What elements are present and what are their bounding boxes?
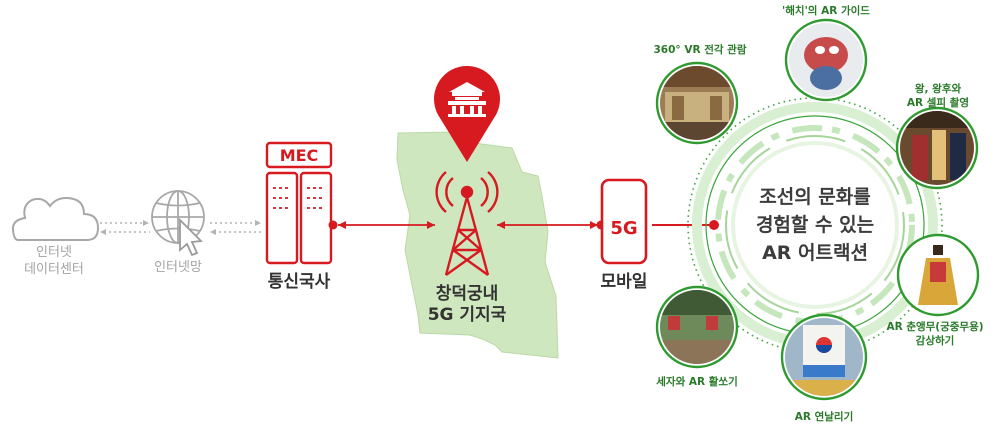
attraction-thumb-haechi [784,18,868,102]
internet-datacenter-line2: 데이터센터 [24,262,84,277]
central-office-label: 통신국사 [267,272,331,292]
ar-title-line2: 경험할 수 있는 [755,214,875,236]
attraction-label-archery: 세자와 AR 활쏘기 [656,376,738,388]
map-pin-icon [434,66,501,162]
palace-icon [448,82,486,117]
base-station-line1: 창덕궁내 [435,284,499,304]
attraction-label-selfie: 왕, 왕후와 AR 셀피 촬영 [902,82,974,110]
attraction-label-dance-line2: 감상하기 [915,335,955,347]
attraction-label-dance: AR 춘앵무(궁중무용) 감상하기 [872,320,998,348]
attraction-thumb-archery [655,285,739,369]
mec-label: MEC [280,146,319,165]
link-mobile-ar [652,220,719,230]
attraction-label-selfie-line1: 왕, 왕후와 [914,83,962,95]
attraction-thumb-vr-hall [655,61,739,145]
mobile-label: 모바일 [600,272,648,292]
mobile-phone-icon: 5G [600,178,648,265]
base-station-label: 창덕궁내 5G 기지국 [410,284,524,326]
dotted-connector-cloud-net [100,220,150,235]
ar-title-line1: 조선의 문화를 [759,186,871,208]
ar-title-line3: AR 어트랙션 [762,242,868,264]
cloud-icon [11,196,100,241]
internet-datacenter-line1: 인터넷 [36,245,72,260]
mobile-5g-badge: 5G [610,218,637,239]
attraction-label-kite: AR 연날리기 [794,411,854,423]
mec-server-icon [265,141,333,265]
attraction-label-vr-hall: 360° VR 전각 관람 [653,44,747,56]
attraction-thumb-kite [780,313,868,401]
attraction-label-dance-line1: AR 춘앵무(궁중무용) [886,321,984,333]
attraction-thumb-selfie [895,106,979,190]
internet-network-label: 인터넷망 [154,260,202,275]
attraction-label-selfie-line2: AR 셀피 촬영 [906,97,970,109]
radio-tower-icon [435,171,499,276]
dotted-connector-net-mec [210,220,262,235]
attraction-thumb-dance [896,233,980,317]
attraction-label-haechi: '해치'의 AR 가이드 [782,5,870,17]
internet-datacenter-label: 인터넷 데이터센터 [8,244,100,278]
ar-attraction-title: 조선의 문화를 경험할 수 있는 AR 어트랙션 [735,183,895,267]
link-mec-tower [328,220,435,230]
globe-cursor-icon [151,190,205,257]
base-station-line2: 5G 기지국 [427,305,507,325]
